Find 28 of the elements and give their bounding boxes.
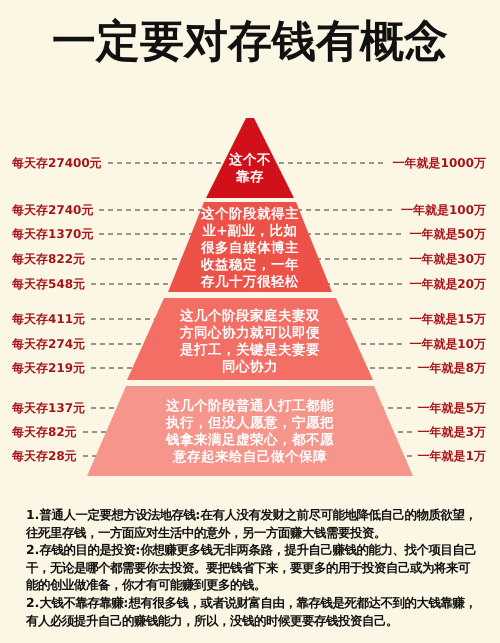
pyramid-tier	[127, 298, 373, 380]
tier-text: 这个不靠存	[229, 152, 271, 186]
daily-saving-label: 每天存548元	[12, 277, 86, 291]
pyramid-tier	[87, 386, 413, 476]
yearly-total-label: 一年就是15万	[409, 312, 486, 326]
yearly-total-label: 一年就是8万	[418, 361, 486, 375]
note-paragraph: 1.普通人一定要想方设法地存钱:在有人没有发财之前尽可能地降低自己的物质欲望，往死里存钱，一方面应对生活中的意外，另一方面赚大钱需要投资。	[26, 506, 478, 542]
pyramid-tier	[168, 202, 332, 292]
yearly-total-label: 一年就是10万	[409, 337, 486, 351]
note-paragraph: 2.大钱不靠存靠赚:想有很多钱，或者说财富自由，靠存钱是死都达不到的大钱靠赚，有人必须提升自己的赚钱能力，所以，没钱的时候更要存钱投资自己。	[26, 594, 478, 630]
daily-saving-label: 每天存822元	[12, 252, 86, 266]
note-paragraph: 2.存钱的目的是投资:你想赚更多钱无非两条路，提升自己赚钱的能力、找个项目自己干，无论是哪个都需要你去投资。要把钱省下来，要更多的用于投资自己或为将来可能的创业做准备，你才有可能赚到更多的钱。	[26, 541, 478, 594]
title: 一定要对存钱有概念	[51, 15, 449, 69]
daily-saving-label: 每天存411元	[12, 312, 86, 326]
daily-saving-label: 每天存274元	[12, 337, 86, 351]
tier-text: 这个阶段就得主业+副业，比如很多自媒体博主收益稳定，一年存几十万很轻松	[200, 206, 300, 291]
daily-saving-label: 每天存2740元	[12, 203, 94, 217]
yearly-total-label: 一年就是20万	[409, 277, 486, 291]
pyramid-tier	[206, 118, 294, 198]
yearly-total-label: 一年就是30万	[409, 252, 486, 266]
yearly-total-label: 一年就是100万	[400, 203, 486, 217]
daily-saving-label: 每天存219元	[12, 361, 86, 375]
tier-text: 这几个阶段普通人打工都能执行，但没人愿意，宁愿把钱拿来满足虚荣心，都不愿意存起来给自己做个保障	[164, 398, 335, 466]
yearly-total-label: 一年就是50万	[409, 227, 486, 241]
daily-saving-label: 每天存27400元	[12, 156, 102, 170]
yearly-total-label: 一年就是1000万	[392, 156, 486, 170]
tier-text: 这几个阶段家庭夫妻双方同心协力就可以即便是打工，关键是夫妻要同心协力	[178, 308, 321, 376]
daily-saving-label: 每天存1370元	[12, 227, 94, 241]
